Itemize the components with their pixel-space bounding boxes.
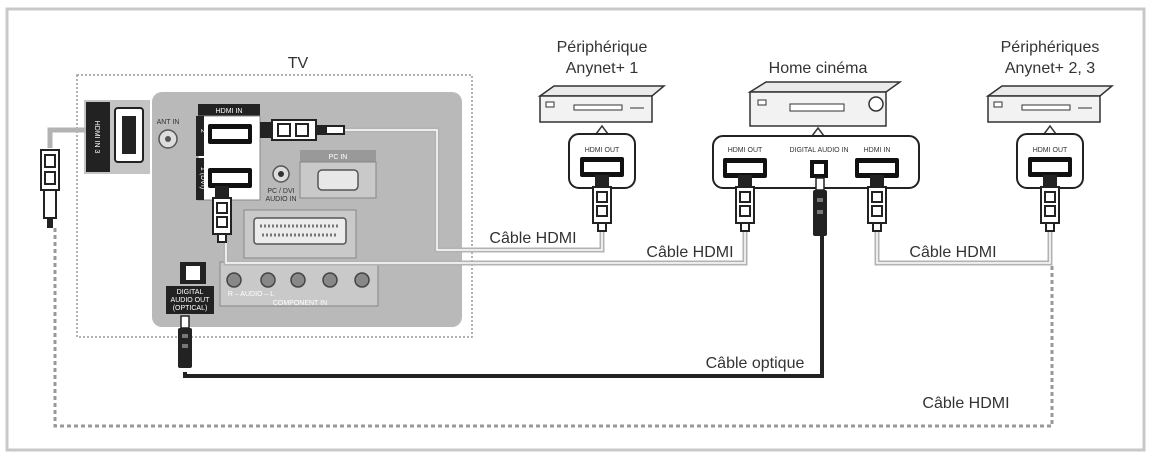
optical-plug-hc (813, 177, 827, 236)
audio-label: R – AUDIO – L (228, 291, 274, 298)
hdmi-plug-anynet1 (592, 174, 612, 232)
digital-audio-out-tag (166, 286, 214, 314)
hdmi-plug-anynet23 (1040, 174, 1060, 232)
component-in-label: COMPONENT IN (273, 300, 327, 307)
home-cinema-device (747, 81, 903, 127)
component-y-port (354, 272, 370, 288)
hdmi-1-dvi-label: 1 (DVI) (199, 167, 206, 189)
home-cinema-port-panel (712, 126, 920, 189)
pc-in-port (317, 169, 359, 191)
anynet-device-1 (537, 85, 667, 123)
hdmi-in-3-label: HDMI IN 3 (93, 121, 100, 154)
hdmi-plug-hc-out (735, 174, 755, 232)
hdmi-plug-tv-2 (260, 119, 345, 141)
pc-dvi-audio-label-1: PC / DVI (267, 188, 294, 195)
cable-label-hdmi-3: Câble HDMI (909, 244, 996, 261)
cable-label-hdmi-1: Câble HDMI (489, 230, 576, 247)
hdmi-2-label: 2 (199, 129, 206, 133)
device23-label-1: Périphériques (1001, 39, 1100, 56)
hdmi-plug-tv-1 (212, 185, 232, 243)
scart-port (253, 217, 347, 245)
component-pb-port (322, 272, 338, 288)
audio-l-port (260, 272, 276, 288)
tv-boundary (76, 74, 473, 338)
home-cinema-label: Home cinéma (769, 60, 868, 77)
hdmi-in-label: HDMI IN (216, 108, 243, 115)
hc-hdmi-out-label: HDMI OUT (728, 147, 763, 154)
anynet1-hdmi-out-label: HDMI OUT (585, 147, 620, 154)
audio-r-port (226, 272, 242, 288)
anynet23-hdmi-out (1016, 124, 1084, 189)
digital-audio-out-label-1: DIGITAL (177, 289, 204, 296)
pc-in-label: PC IN (329, 154, 348, 161)
hc-hdmi-in-label: HDMI IN (864, 147, 891, 154)
anynet-device-23 (985, 85, 1115, 123)
device23-label-2: Anynet+ 2, 3 (1005, 60, 1095, 77)
hc-digital-audio-in-label: DIGITAL AUDIO IN (789, 147, 848, 154)
device1-label-2: Anynet+ 1 (566, 60, 639, 77)
digital-audio-out-label-3: (OPTICAL) (173, 305, 208, 312)
hdmi-in-3-tab (86, 102, 110, 172)
ant-in-label: ANT IN (157, 119, 180, 126)
cable-label-hdmi-2: Câble HDMI (646, 244, 733, 261)
device1-label-1: Périphérique (557, 39, 648, 56)
tv-label: TV (288, 55, 309, 72)
cable-label-optical: Câble optique (706, 355, 805, 372)
optical-plug-tv (178, 315, 192, 368)
component-pr-port (290, 272, 306, 288)
cable-optical (183, 236, 824, 378)
hdmi-plug-side (40, 149, 60, 228)
anynet23-hdmi-out-label: HDMI OUT (1033, 147, 1068, 154)
cable-label-hdmi-bottom: Câble HDMI (922, 395, 1009, 412)
digital-audio-out-label-2: AUDIO OUT (171, 297, 211, 304)
hdmi-plug-hc-in (867, 174, 887, 232)
cable-hdmi-bottom (53, 228, 1054, 428)
hdmi-in-header (198, 104, 260, 116)
pc-dvi-audio-label-2: AUDIO IN (265, 196, 296, 203)
anynet1-hdmi-out (568, 124, 636, 189)
